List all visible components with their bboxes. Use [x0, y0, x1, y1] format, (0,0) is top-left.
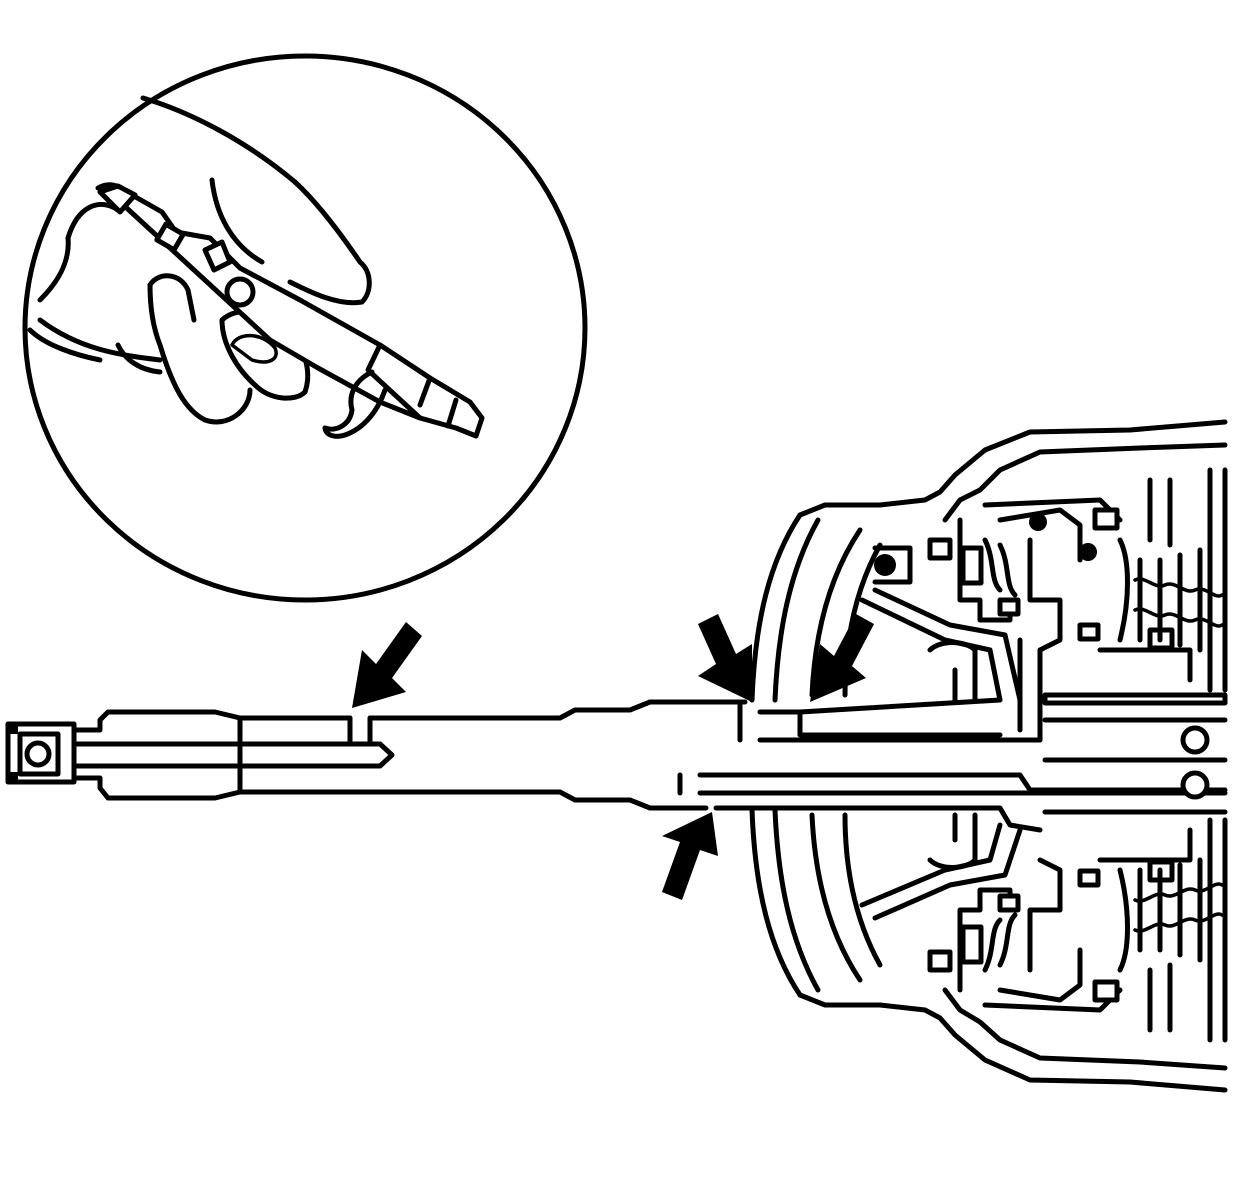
arrow-icon — [662, 812, 718, 900]
lower-clutch-pack — [927, 817, 1228, 1043]
air-nozzle-icon — [97, 183, 485, 439]
arrow-icon — [810, 614, 874, 702]
arrows — [352, 614, 874, 900]
detail-inset — [22, 53, 588, 603]
clutch-housing — [677, 419, 1228, 1093]
upper-clutch-pack — [872, 467, 1228, 693]
detail-circle — [22, 53, 588, 603]
arrow-icon — [698, 614, 752, 702]
input-shaft — [5, 699, 748, 811]
arrow-icon — [352, 622, 422, 708]
